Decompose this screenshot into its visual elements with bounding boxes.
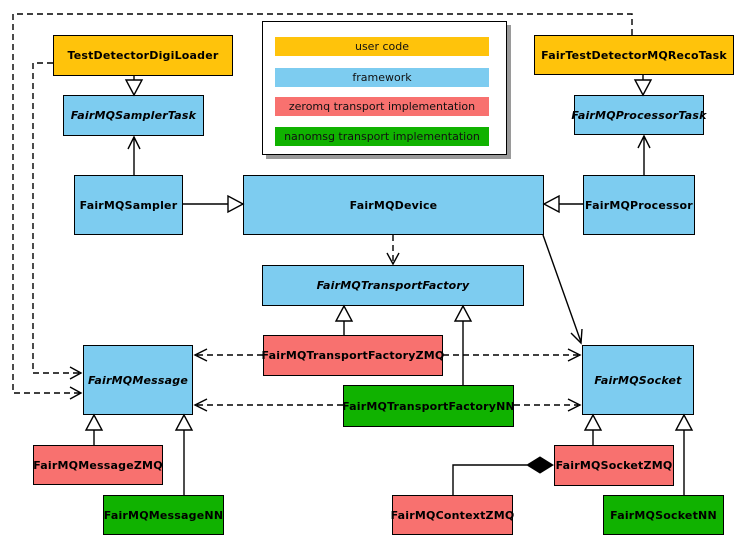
- node-fairmqtransportfactorynn: FairMQTransportFactoryNN: [342, 385, 515, 427]
- edge-transportfactoryzmq-creates-message: [193, 348, 263, 362]
- node-label: TestDetectorDigiLoader: [67, 49, 219, 62]
- node-testdetectordigiloader: TestDetectorDigiLoader: [53, 35, 233, 76]
- edge-transportfactorynn-creates-message: [193, 398, 343, 412]
- edge-device-uses-socket: [542, 234, 583, 345]
- node-label: FairMQSocketZMQ: [555, 459, 673, 472]
- legend-item-zeromq: zeromq transport implementation: [275, 97, 489, 116]
- legend-item-nanomsg: nanomsg transport implementation: [275, 127, 489, 146]
- edge-sampler-uses-samplertask: [127, 135, 141, 175]
- node-label: FairMQSamplerTask: [70, 109, 197, 122]
- edge-recotask-inherits-processortask: [633, 75, 653, 97]
- edge-transportfactoryzmq-inherits-transportfactory: [334, 304, 354, 335]
- node-fairmqtransportfactory: FairMQTransportFactory: [262, 265, 524, 306]
- node-label: FairMQDevice: [349, 198, 438, 212]
- node-label: FairMQSampler: [79, 198, 178, 212]
- edge-digiloader-inherits-samplertask: [124, 76, 144, 97]
- legend-item-framework: framework: [275, 68, 489, 87]
- node-label: FairMQSocketNN: [610, 508, 717, 522]
- node-fairtestdetectormqrecotask: FairTestDetectorMQRecoTask: [534, 35, 734, 75]
- node-label: FairMQProcessorTask: [571, 108, 707, 122]
- edge-socketzmq-inherits-socket: [583, 413, 603, 445]
- node-fairmqsocketzmq: FairMQSocketZMQ: [554, 445, 674, 486]
- edge-socketzmq-owns-contextzmq: [452, 456, 554, 495]
- node-fairmqprocessor: FairMQProcessor: [583, 175, 695, 235]
- node-fairmqsocket: FairMQSocket: [582, 345, 694, 415]
- legend-box: user code framework zeromq transport imp…: [262, 21, 507, 155]
- legend-label: nanomsg transport implementation: [284, 130, 480, 143]
- node-label: FairMQTransportFactoryNN: [342, 399, 515, 413]
- node-fairmqmessagenn: FairMQMessageNN: [103, 495, 224, 535]
- legend-label: framework: [352, 71, 412, 84]
- node-label: FairMQSocket: [594, 373, 682, 387]
- edge-transportfactorynn-inherits-transportfactory: [453, 304, 473, 385]
- edge-transportfactorynn-creates-socket: [514, 398, 582, 412]
- node-fairmqdevice: FairMQDevice: [243, 175, 544, 235]
- node-label: FairMQTransportFactoryZMQ: [261, 349, 445, 362]
- node-label: FairTestDetectorMQRecoTask: [541, 48, 727, 62]
- node-fairmqtransportfactoryzmq: FairMQTransportFactoryZMQ: [261, 335, 445, 376]
- edge-processor-inherits-device: [542, 194, 583, 214]
- edge-device-depends-transportfactory: [386, 235, 400, 266]
- edge-messagenn-inherits-message: [174, 413, 194, 495]
- node-label: FairMQContextZMQ: [390, 508, 515, 522]
- legend-item-user-code: user code: [275, 37, 489, 56]
- node-label: FairMQProcessor: [585, 198, 693, 212]
- legend-label: user code: [354, 40, 410, 53]
- edge-messagezmq-inherits-message: [84, 413, 104, 445]
- node-label: FairMQMessageZMQ: [33, 458, 163, 472]
- node-fairmqsampler: FairMQSampler: [74, 175, 183, 235]
- node-fairmqmessage: FairMQMessage: [83, 345, 193, 415]
- legend-label: zeromq transport implementation: [288, 100, 476, 113]
- node-fairmqsocketnn: FairMQSocketNN: [603, 495, 724, 535]
- edge-socketnn-inherits-socket: [674, 413, 694, 495]
- node-fairmqprocessortask: FairMQProcessorTask: [571, 95, 707, 135]
- node-fairmqcontextzmq: FairMQContextZMQ: [390, 495, 515, 535]
- node-label: FairMQMessage: [87, 373, 189, 387]
- edge-processor-uses-processortask: [637, 134, 651, 175]
- node-fairmqsamplertask: FairMQSamplerTask: [63, 95, 204, 136]
- node-label: FairMQTransportFactory: [316, 279, 470, 292]
- node-fairmqmessagezmq: FairMQMessageZMQ: [33, 445, 163, 485]
- edge-transportfactoryzmq-creates-socket: [443, 348, 582, 362]
- edge-sampler-inherits-device: [183, 194, 245, 214]
- node-label: FairMQMessageNN: [103, 508, 224, 522]
